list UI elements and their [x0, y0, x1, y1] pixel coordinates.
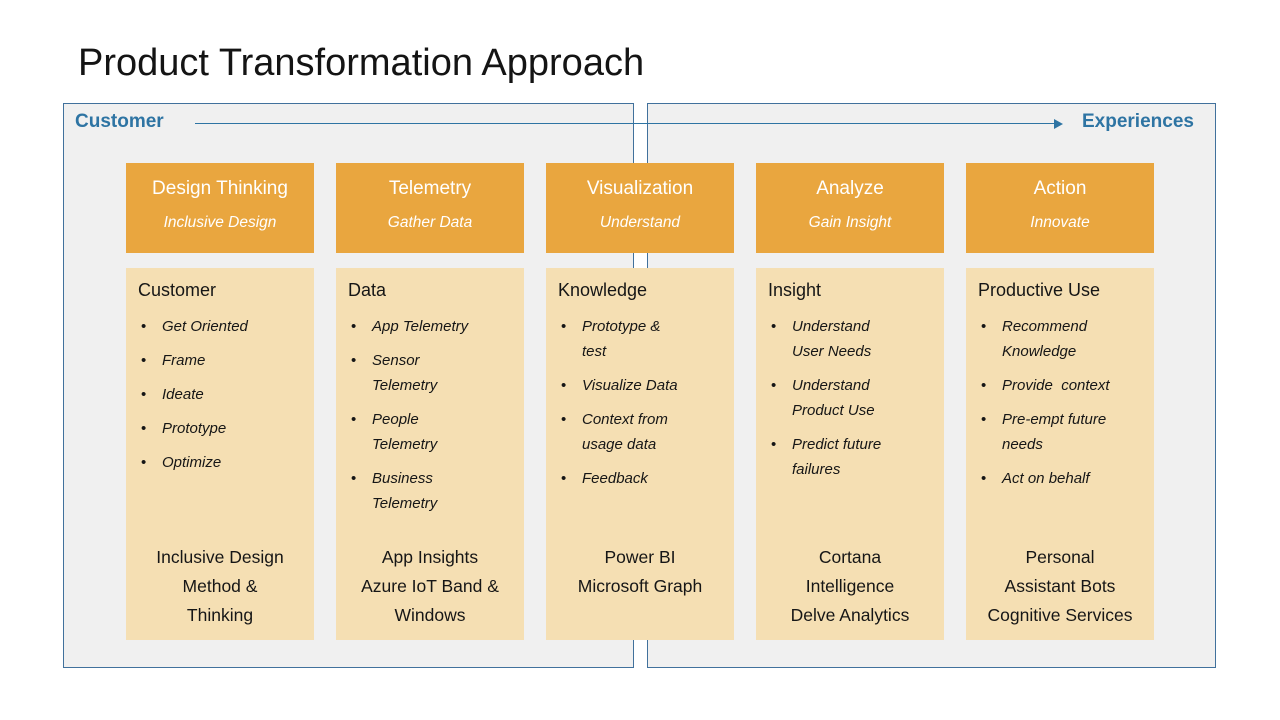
- pillar-subtitle: Gather Data: [387, 214, 473, 231]
- pillar-header: Action Innovate: [966, 163, 1154, 253]
- bullet-list: App Telemetry Sensor Telemetry People Te…: [336, 314, 524, 516]
- pillar-header: Visualization Understand: [546, 163, 734, 253]
- pillar-subtitle: Innovate: [1030, 214, 1090, 231]
- pillar-visualization: Visualization Understand Knowledge Proto…: [546, 163, 734, 640]
- pillar-header: Design Thinking Inclusive Design: [126, 163, 314, 253]
- bullet-item: Get Oriented: [126, 314, 304, 339]
- bullet-item: Provide context: [966, 373, 1144, 398]
- bullet-item: Recommend Knowledge: [966, 314, 1144, 364]
- pillar-subtitle: Gain Insight: [808, 214, 892, 231]
- bullet-item: Sensor Telemetry: [336, 348, 514, 398]
- bullet-list: Understand User Needs Understand Product…: [756, 314, 944, 482]
- pillar-tools: Cortana Intelligence Delve Analytics: [790, 547, 910, 625]
- pillar-action: Action Innovate Productive Use Recommend…: [966, 163, 1154, 640]
- pillar-header: Telemetry Gather Data: [336, 163, 524, 253]
- pillar-tools: App Insights Azure IoT Band & Windows: [361, 547, 499, 625]
- bullet-item: App Telemetry: [336, 314, 514, 339]
- pillar-body: Knowledge Prototype & test Visualize Dat…: [546, 268, 734, 640]
- bullet-list: Get Oriented Frame Ideate Prototype Opti…: [126, 314, 314, 475]
- arrow-right-icon: [1054, 119, 1063, 129]
- flow-label-customer: Customer: [75, 111, 164, 132]
- bullet-item: Understand Product Use: [756, 373, 934, 423]
- bullet-item: Context from usage data: [546, 407, 724, 457]
- pillar-title: Design Thinking: [152, 178, 288, 199]
- bullet-item: Feedback: [546, 466, 724, 491]
- pillar-tools: Power BI Microsoft Graph: [577, 547, 703, 596]
- pillar-header: Analyze Gain Insight: [756, 163, 944, 253]
- pillar-tools: Inclusive Design Method & Thinking: [156, 547, 284, 625]
- page-title: Product Transformation Approach: [78, 42, 645, 84]
- bullet-list: Prototype & test Visualize Data Context …: [546, 314, 734, 491]
- pillar-body-heading: Insight: [768, 280, 822, 300]
- bullet-item: Prototype: [126, 416, 304, 441]
- pillar-body: Insight Understand User Needs Understand…: [756, 268, 944, 640]
- flow-label-experiences: Experiences: [1082, 111, 1194, 132]
- pillar-design-thinking: Design Thinking Inclusive Design Custome…: [126, 163, 314, 640]
- pillar-body: Customer Get Oriented Frame Ideate Proto…: [126, 268, 314, 640]
- pillar-title: Visualization: [586, 178, 694, 199]
- bullet-item: Predict future failures: [756, 432, 934, 482]
- bullet-item: Visualize Data: [546, 373, 724, 398]
- flow-arrow-line: [195, 123, 1054, 125]
- bullet-item: People Telemetry: [336, 407, 514, 457]
- pillar-body: Productive Use Recommend Knowledge Provi…: [966, 268, 1154, 640]
- bullet-item: Frame: [126, 348, 304, 373]
- bullet-item: Business Telemetry: [336, 466, 514, 516]
- bullet-item: Ideate: [126, 382, 304, 407]
- pillar-title: Action: [1033, 178, 1087, 199]
- bullet-item: Understand User Needs: [756, 314, 934, 364]
- pillar-subtitle: Understand: [599, 214, 681, 231]
- pillar-body: Data App Telemetry Sensor Telemetry Peop…: [336, 268, 524, 640]
- bullet-item: Pre-empt future needs: [966, 407, 1144, 457]
- bullet-item: Prototype & test: [546, 314, 724, 364]
- pillar-body-heading: Data: [348, 280, 387, 300]
- pillar-title: Analyze: [816, 178, 884, 199]
- pillar-body-heading: Customer: [138, 280, 217, 300]
- bullet-item: Optimize: [126, 450, 304, 475]
- bullet-item: Act on behalf: [966, 466, 1144, 491]
- pillar-tools: Personal Assistant Bots Cognitive Servic…: [987, 547, 1133, 625]
- pillar-analyze: Analyze Gain Insight Insight Understand …: [756, 163, 944, 640]
- pillar-body-heading: Productive Use: [978, 280, 1101, 300]
- pillar-body-heading: Knowledge: [558, 280, 648, 300]
- bullet-list: Recommend Knowledge Provide context Pre-…: [966, 314, 1154, 491]
- pillar-title: Telemetry: [388, 178, 472, 199]
- pillar-telemetry: Telemetry Gather Data Data App Telemetry…: [336, 163, 524, 640]
- pillar-subtitle: Inclusive Design: [163, 214, 277, 231]
